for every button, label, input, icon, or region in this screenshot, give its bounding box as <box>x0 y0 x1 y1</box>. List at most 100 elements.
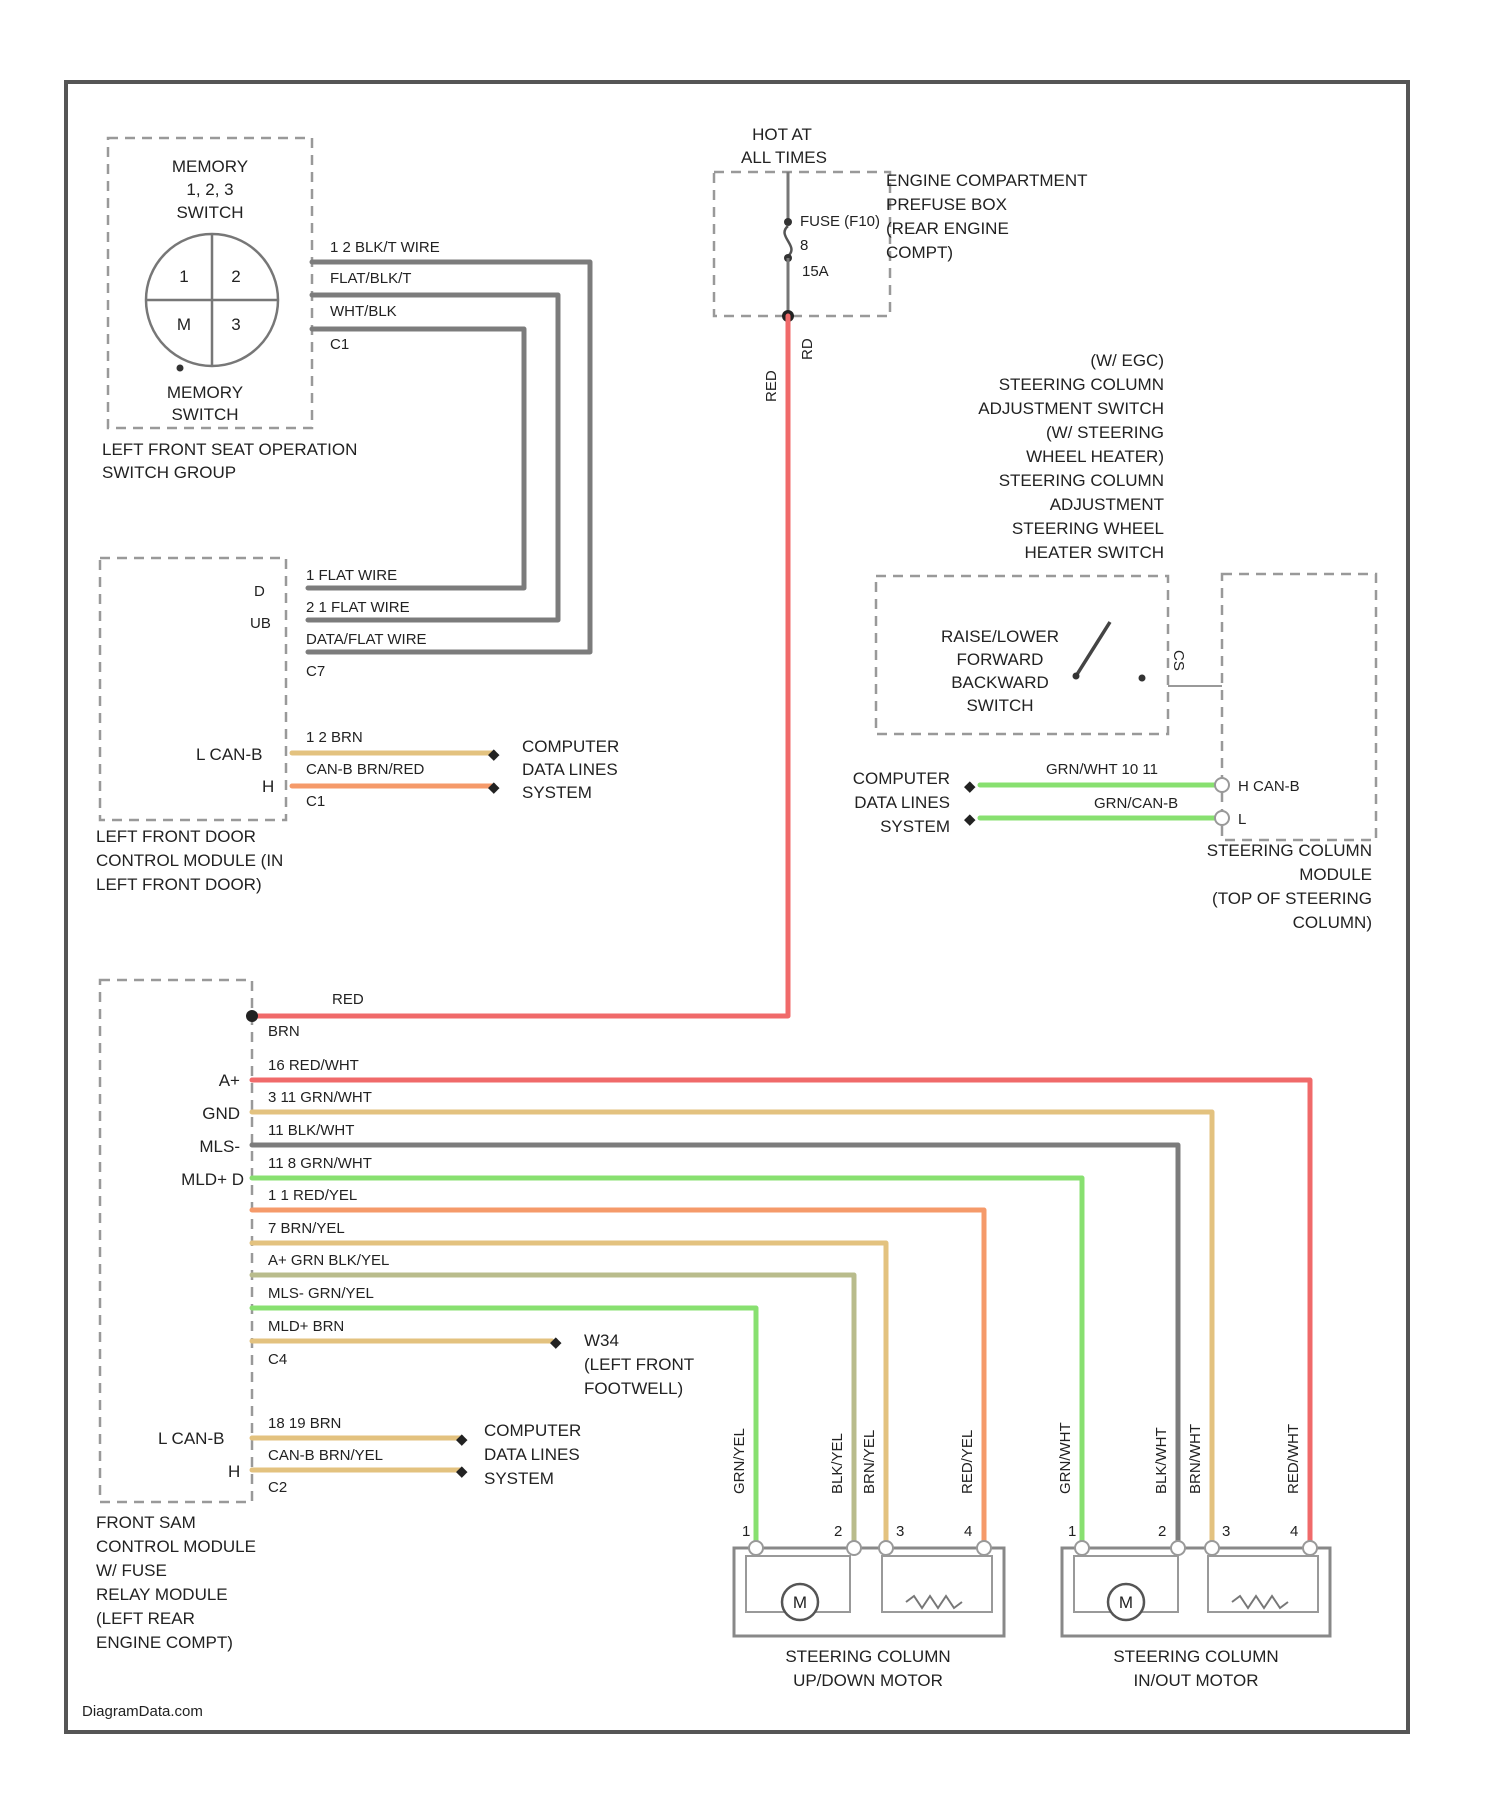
door-can-wire-label-1: 1 2 BRN <box>306 729 363 746</box>
front-sam-dest-label-2: DATA LINES <box>484 1445 580 1464</box>
ground-label-1: W34 <box>584 1331 619 1350</box>
front-sam-can-wire-label-1: 18 19 BRN <box>268 1415 341 1432</box>
in-out-pin-label-1: 1 <box>1068 1523 1076 1540</box>
steering-switch-label-1: RAISE/LOWER <box>941 627 1059 646</box>
front-sam-name-1: FRONT SAM <box>96 1513 196 1532</box>
steering-can-pin-h <box>1215 778 1229 792</box>
steering-switch-blade <box>1076 622 1110 676</box>
door-flat-wire-label-3: DATA/FLAT WIRE <box>306 631 427 648</box>
steering-can-arrow-2: ◆ <box>964 811 976 828</box>
in-motor-wire-tag-2: BLK/WHT <box>1153 1427 1170 1494</box>
memory-switch-title-1: MEMORY <box>172 157 248 176</box>
front-sam-wire-label-2: 3 11 GRN/WHT <box>268 1089 372 1106</box>
front-sam-pin-mld: MLD+ D <box>181 1170 244 1189</box>
prefuse-box-name-2: PREFUSE BOX <box>886 195 1007 214</box>
fuse-wire-tag-1: RED <box>763 370 780 402</box>
fuse-box-group: HOT AT ALL TIMES FUSE (F10) 8 15A ENGINE… <box>714 125 1088 402</box>
up-motor-wire-tag-4: RED/YEL <box>959 1430 976 1494</box>
memory-switch-title-3: SWITCH <box>176 203 243 222</box>
steering-switch-label-3: BACKWARD <box>951 673 1049 692</box>
memory-button-3: 3 <box>231 315 240 334</box>
steering-option-line-3: ADJUSTMENT SWITCH <box>978 399 1164 418</box>
hot-at-label-2: ALL TIMES <box>741 148 827 167</box>
motors-group: GRN/YEL BLK/YEL BRN/YEL RED/YEL GRN/WHT … <box>731 1422 1330 1690</box>
memory-switch-contact-dot <box>177 365 184 372</box>
in-out-motor-body <box>1062 1548 1330 1636</box>
steering-column-module-box <box>1222 574 1376 840</box>
door-can-arrow-1: ◆ <box>488 746 500 763</box>
memory-button-2: 2 <box>231 267 240 286</box>
door-dest-label-1: COMPUTER <box>522 737 619 756</box>
steering-can-h-label: H CAN-B <box>1238 778 1300 795</box>
steering-option-line-8: STEERING WHEEL <box>1012 519 1164 538</box>
in-out-pin-3 <box>1205 1541 1219 1555</box>
in-out-pin-4 <box>1303 1541 1317 1555</box>
steering-option-line-6: STEERING COLUMN <box>999 471 1164 490</box>
ground-label-2: (LEFT FRONT <box>584 1355 694 1374</box>
motor-wire-red-wht <box>252 1080 1310 1548</box>
front-sam-pin-gnd: GND <box>202 1104 240 1123</box>
up-down-motor-name-2: UP/DOWN MOTOR <box>793 1671 943 1690</box>
prefuse-box-name-1: ENGINE COMPARTMENT <box>886 171 1088 190</box>
steering-module-name-1: STEERING COLUMN <box>1207 841 1372 860</box>
front-sam-power-node <box>246 1010 258 1022</box>
door-can-h-label: H <box>262 777 274 796</box>
prefuse-box-name-4: COMPT) <box>886 243 953 262</box>
in-motor-wire-tag-1: GRN/WHT <box>1057 1422 1074 1494</box>
in-out-pin-label-3: 3 <box>1222 1523 1230 1540</box>
front-sam-wire-label-4: 11 8 GRN/WHT <box>268 1155 372 1172</box>
steering-dest-label-1: COMPUTER <box>853 769 950 788</box>
front-sam-wire-label-7: A+ GRN BLK/YEL <box>268 1252 389 1269</box>
steering-dest-label-2: DATA LINES <box>854 793 950 812</box>
fuse-label-3: 15A <box>802 263 829 280</box>
door-can-wire-label-3: C1 <box>306 793 325 810</box>
steering-option-line-5: WHEEL HEATER) <box>1026 447 1164 466</box>
front-sam-brn-label: BRN <box>268 1023 300 1040</box>
front-sam-wire-label-9: MLD+ BRN <box>268 1318 344 1335</box>
front-sam-wire-label-3: 11 BLK/WHT <box>268 1122 354 1139</box>
steering-switch-group: (W/ EGC) STEERING COLUMN ADJUSTMENT SWIT… <box>853 351 1376 932</box>
up-down-pin-4 <box>977 1541 991 1555</box>
front-sam-name-2: CONTROL MODULE <box>96 1537 256 1556</box>
motor-wire-olive-yel <box>252 1275 854 1548</box>
steering-switch-pivot <box>1073 673 1080 680</box>
front-sam-dest-label-1: COMPUTER <box>484 1421 581 1440</box>
motor-wire-gray-wht <box>252 1145 1178 1548</box>
up-down-pin-label-4: 4 <box>964 1523 972 1540</box>
steering-option-line-9: HEATER SWITCH <box>1025 543 1164 562</box>
door-dest-label-2: DATA LINES <box>522 760 618 779</box>
up-down-motor-body <box>734 1548 1004 1636</box>
steering-can-l-label: L <box>1238 811 1246 828</box>
fuse-top-terminal <box>784 218 792 226</box>
door-module-group: D UB 1 FLAT WIRE 2 1 FLAT WIRE DATA/FLAT… <box>96 558 619 894</box>
steering-switch-label-2: FORWARD <box>957 650 1044 669</box>
front-sam-name-3: W/ FUSE <box>96 1561 167 1580</box>
seat-switch-group-label-2: SWITCH GROUP <box>102 463 236 482</box>
steering-option-line-2: STEERING COLUMN <box>999 375 1164 394</box>
steering-can-pin-l <box>1215 811 1229 825</box>
front-sam-name-5: (LEFT REAR <box>96 1609 195 1628</box>
up-down-motor-name-1: STEERING COLUMN <box>785 1647 950 1666</box>
up-down-motor-symbol: M <box>793 1593 807 1612</box>
fuse-wire-tag-2: RD <box>799 338 816 360</box>
door-module-name-1: LEFT FRONT DOOR <box>96 827 256 846</box>
door-can-label: L CAN-B <box>196 745 262 764</box>
steering-can-wire-label-2: GRN/CAN-B <box>1094 795 1178 812</box>
memory-wire-label-3: WHT/BLK <box>330 303 397 320</box>
up-down-pin-3 <box>879 1541 893 1555</box>
memory-switch-subtitle-2: SWITCH <box>171 405 238 424</box>
front-sam-wire-label-10: C4 <box>268 1351 287 1368</box>
steering-switch-pin-tag: CS <box>1170 650 1187 671</box>
steering-module-name-4: COLUMN) <box>1293 913 1372 932</box>
front-sam-can-wire-label-2: CAN-B BRN/YEL <box>268 1447 383 1464</box>
door-dest-label-3: SYSTEM <box>522 783 592 802</box>
in-out-motor-symbol: M <box>1119 1593 1133 1612</box>
front-sam-pin-mls: MLS- <box>199 1137 240 1156</box>
up-motor-wire-tag-2: BLK/YEL <box>829 1433 846 1494</box>
door-module-pin-ub: UB <box>250 615 271 632</box>
in-out-pin-label-4: 4 <box>1290 1523 1298 1540</box>
door-flat-wire-label-1: 1 FLAT WIRE <box>306 567 397 584</box>
door-module-pin-d: D <box>254 583 265 600</box>
up-down-pin-1 <box>749 1541 763 1555</box>
